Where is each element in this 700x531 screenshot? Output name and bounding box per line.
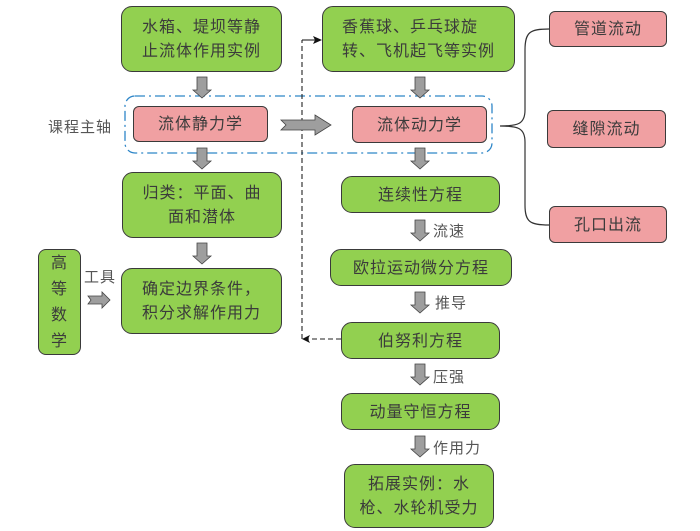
- euler-text: 欧拉运动微分方程: [352, 257, 489, 277]
- feedback-dashed-connector: [301, 39, 341, 340]
- down-arrow-4: [409, 76, 431, 99]
- hydrodynamics-box: 流体动力学: [352, 106, 487, 143]
- hydrostatics-text: 流体静力学: [157, 114, 243, 133]
- extension-box: 拓展实例：水 枪、水轮机受力: [344, 464, 494, 528]
- down-arrow-3: [191, 242, 213, 265]
- bernoulli-text: 伯努利方程: [377, 330, 463, 350]
- arrowhead-to-feedback-line: [302, 335, 310, 343]
- pipe-flow-box: 管道流动: [549, 11, 667, 47]
- hydrostatics-box: 流体静力学: [133, 106, 268, 142]
- down-arrow-2: [191, 147, 213, 170]
- continuity-text: 连续性方程: [377, 184, 463, 204]
- euler-box: 欧拉运动微分方程: [330, 249, 512, 286]
- math-text: 高 等 数 学: [50, 253, 68, 350]
- dynamic-examples-box: 香蕉球、乒乓球旋 转、飞机起飞等实例: [322, 6, 515, 72]
- momentum-box: 动量守恒方程: [341, 393, 500, 430]
- down-arrow-8: [409, 363, 431, 386]
- bernoulli-box: 伯努利方程: [341, 322, 500, 359]
- continuity-box: 连续性方程: [341, 176, 500, 213]
- derive-label: 推导: [435, 294, 468, 312]
- hydrodynamics-text: 流体动力学: [376, 114, 462, 134]
- force-label: 作用力: [433, 439, 482, 457]
- tool-label: 工具: [84, 268, 117, 286]
- static-examples-text: 水箱、堤坝等静 止流体作用实例: [141, 17, 261, 60]
- math-box: 高 等 数 学: [38, 249, 81, 355]
- down-arrow-1: [191, 76, 213, 99]
- classify-box: 归类：平面、曲 面和潜体: [122, 172, 282, 238]
- boundary-box: 确定边界条件， 积分求解作用力: [121, 268, 282, 334]
- orifice-flow-text: 孔口出流: [573, 214, 642, 234]
- down-arrow-5: [409, 147, 431, 170]
- classify-text: 归类：平面、曲 面和潜体: [142, 183, 262, 226]
- orifice-flow-box: 孔口出流: [549, 206, 667, 243]
- static-examples-box: 水箱、堤坝等静 止流体作用实例: [121, 6, 282, 72]
- right-arrow-math-to-boundary: [87, 291, 111, 309]
- dynamic-examples-text: 香蕉球、乒乓球旋 转、飞机起飞等实例: [341, 17, 495, 60]
- down-arrow-7: [409, 291, 431, 314]
- arrowhead-to-dynamic-examples: [313, 36, 322, 44]
- down-arrow-6: [409, 219, 431, 242]
- pressure-label: 压强: [433, 368, 466, 386]
- momentum-text: 动量守恒方程: [369, 401, 472, 421]
- boundary-text: 确定边界条件， 积分求解作用力: [141, 279, 261, 322]
- gap-flow-text: 缝隙流动: [572, 119, 641, 138]
- right-arrow-static-to-dynamic: [280, 114, 332, 136]
- velocity-label: 流速: [433, 222, 466, 240]
- extension-text: 拓展实例：水 枪、水轮机受力: [359, 474, 479, 517]
- down-arrow-9: [409, 435, 431, 458]
- course-axis-label: 课程主轴: [48, 118, 113, 136]
- gap-flow-box: 缝隙流动: [547, 110, 666, 148]
- pipe-flow-text: 管道流动: [573, 19, 642, 38]
